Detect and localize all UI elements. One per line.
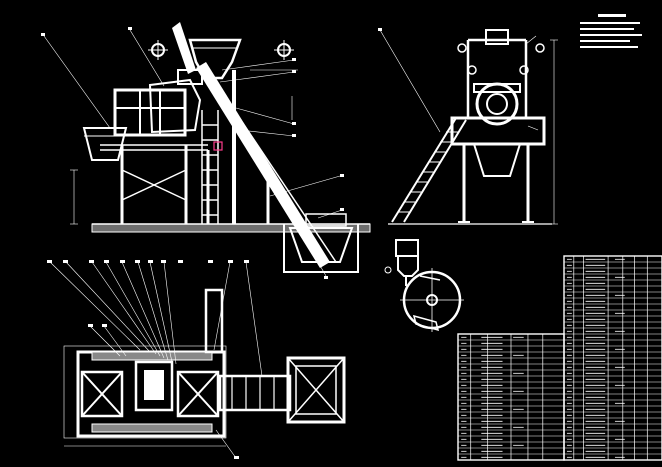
parts-list-tables[interactable] <box>457 255 662 461</box>
plan-balloons <box>47 260 249 459</box>
plan-conveyor <box>218 374 292 412</box>
support-legs <box>120 145 270 224</box>
left-hopper <box>82 127 128 161</box>
side-legs <box>462 144 530 222</box>
plan-stair <box>204 288 224 354</box>
guide-column <box>232 70 236 224</box>
plan-hopper-left <box>80 370 124 418</box>
detail-gearbox <box>395 239 419 257</box>
lifting-arm <box>172 22 196 74</box>
side-hopper <box>472 143 522 177</box>
side-frame <box>466 38 528 118</box>
selection-marker[interactable] <box>213 141 223 151</box>
parts-list-bottom <box>457 333 565 461</box>
inclined-stair <box>391 117 467 223</box>
parts-list-right <box>563 255 662 461</box>
plan-view[interactable] <box>47 260 346 459</box>
plan-pit <box>286 356 346 424</box>
top-hopper <box>188 38 242 80</box>
front-balloons <box>41 27 344 279</box>
side-top-hopper <box>485 29 509 45</box>
vertical-ladder <box>201 110 219 224</box>
leg-bracing <box>100 144 208 201</box>
plan-leaders <box>49 261 263 459</box>
plan-beam-top <box>91 351 213 361</box>
side-dimensions <box>379 29 558 225</box>
front-elevation-view[interactable] <box>41 22 371 279</box>
detail-view[interactable] <box>384 239 464 332</box>
plan-beam-bottom <box>91 423 213 433</box>
plan-mixer <box>134 360 174 412</box>
skip-bucket <box>288 227 354 263</box>
mixer-drum <box>148 78 202 134</box>
front-dimensions <box>70 69 298 225</box>
plan-hopper-right <box>176 370 220 418</box>
skip-pit <box>283 224 359 273</box>
stair-treads <box>398 131 458 213</box>
technical-notes <box>580 14 642 48</box>
side-elevation-view[interactable] <box>378 28 558 225</box>
front-leaders <box>43 29 343 277</box>
plan-dimensions <box>63 345 227 447</box>
hoist-track <box>196 62 330 268</box>
